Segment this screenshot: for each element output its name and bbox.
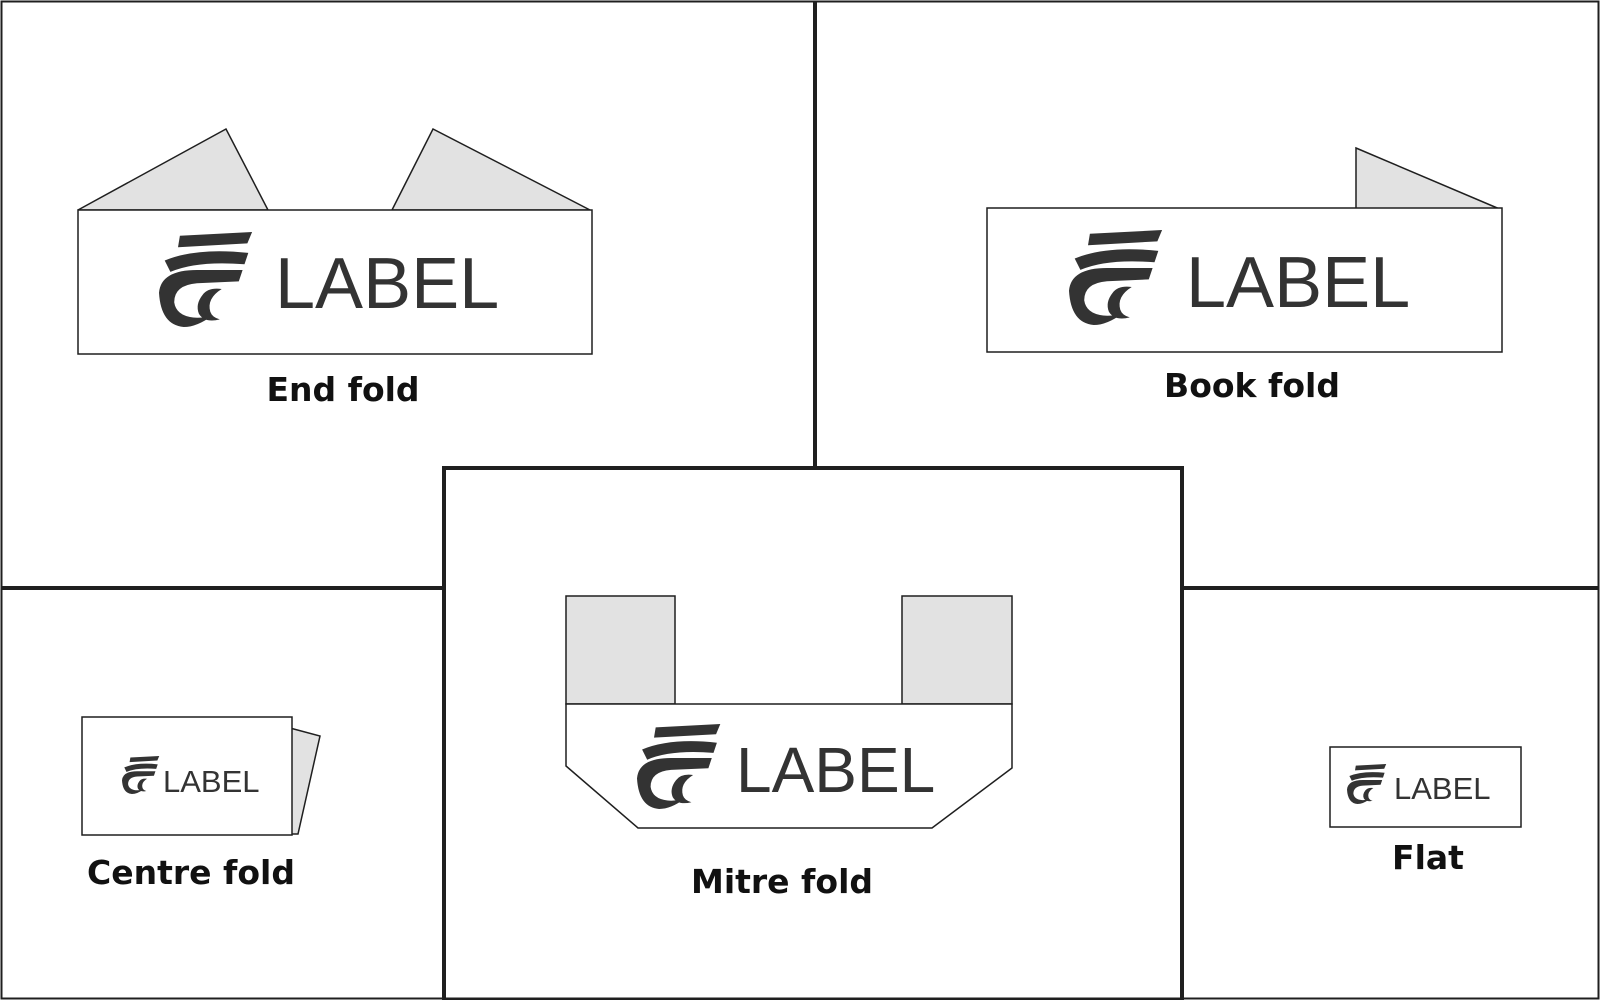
book-fold-flap xyxy=(1355,146,1503,211)
book-fold-label-text: LABEL xyxy=(1186,243,1410,323)
book-fold-caption: Book fold xyxy=(1164,366,1340,405)
end-fold-label-text: LABEL xyxy=(275,244,499,324)
flat-diagram xyxy=(1329,746,1522,828)
flat-label-text: LABEL xyxy=(1394,771,1491,806)
centre-fold-back-layer xyxy=(289,727,321,835)
end-fold-caption: End fold xyxy=(266,370,420,409)
flat-caption: Flat xyxy=(1392,838,1464,877)
centre-fold-label xyxy=(81,716,293,836)
mitre-fold-right-tab xyxy=(901,595,1013,705)
end-fold-label xyxy=(77,209,593,355)
mitre-fold-caption: Mitre fold xyxy=(690,862,874,901)
end-fold-right-flap xyxy=(390,127,591,211)
centre-fold-diagram xyxy=(81,716,321,836)
mitre-fold-label-text: LABEL xyxy=(736,734,935,806)
centre-fold-caption: Centre fold xyxy=(87,853,295,892)
mitre-panel-frame xyxy=(442,466,1184,1000)
flat-label xyxy=(1329,746,1522,828)
mitre-fold-left-tab xyxy=(565,595,676,705)
book-fold-diagram xyxy=(986,146,1503,353)
end-fold-diagram xyxy=(77,127,593,355)
centre-fold-label-text: LABEL xyxy=(163,764,260,799)
end-fold-left-flap xyxy=(77,127,270,211)
